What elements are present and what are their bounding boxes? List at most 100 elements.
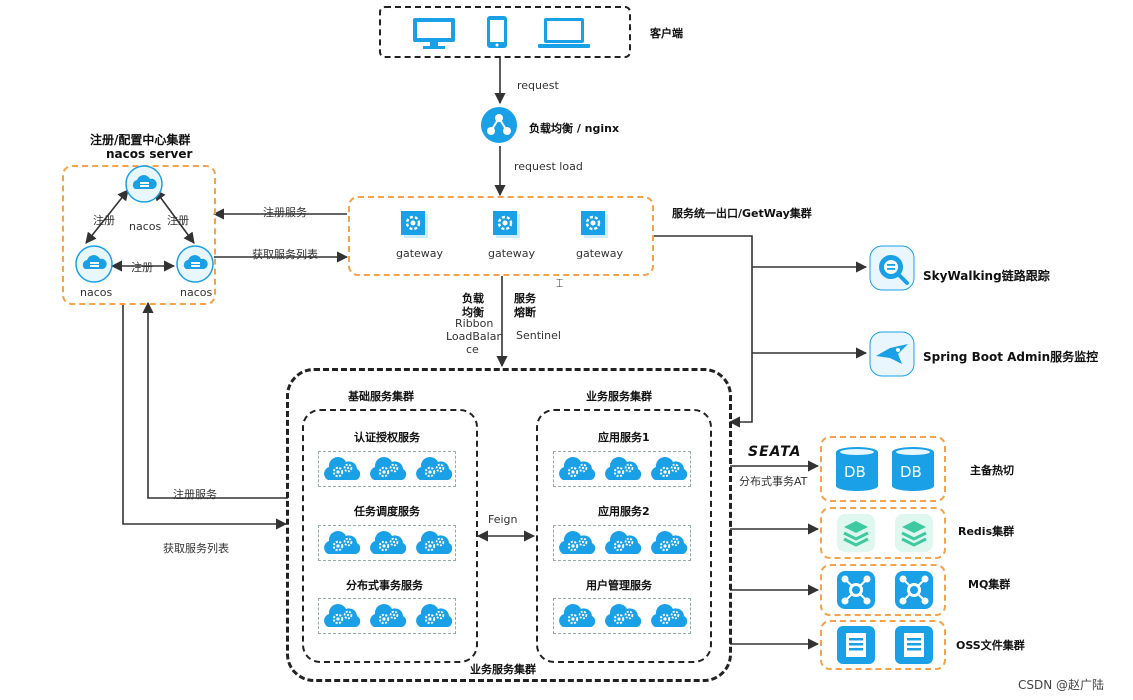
seata-logo: SEATA [748, 444, 802, 460]
load-balancer-icon [481, 107, 517, 143]
service-group-title: 分布式事务服务 [346, 579, 423, 592]
register-edge-label: 注册 [93, 214, 115, 227]
redis-cluster-box [820, 507, 946, 559]
request-load-label: request load [514, 160, 583, 173]
gear-icon [581, 211, 608, 238]
service-group-title: 应用服务1 [598, 431, 650, 444]
cloud-gear-icon [324, 604, 361, 627]
lb-label-line1: 负载 [462, 292, 484, 305]
redis-label: Redis集群 [958, 525, 1015, 538]
oss-label: OSS文件集群 [956, 639, 1025, 652]
register-edge-label: 注册 [167, 214, 189, 227]
service-cluster-box [286, 368, 732, 682]
database-icon [836, 447, 878, 491]
mq-icon [837, 571, 875, 609]
fuse-label-line1: 服务 [514, 292, 536, 305]
cloud-gear-icon [559, 531, 596, 554]
seata-description: 分布式事务AT [739, 475, 808, 488]
cloud-gear-icon [416, 531, 453, 554]
service-group-title: 认证授权服务 [354, 431, 420, 444]
cloud-gear-icon [370, 531, 407, 554]
cloud-gear-icon [651, 604, 688, 627]
db-icon-text: DB [844, 463, 866, 481]
gateway-node [492, 210, 522, 244]
gear-icon [401, 211, 428, 238]
register-service-label: 注册服务 [173, 488, 217, 501]
nacos-node [175, 244, 215, 284]
laptop-icon [538, 18, 590, 48]
cloud-gear-icon [651, 457, 688, 480]
spring-boot-admin-icon [869, 331, 915, 377]
gateway-cluster-label: 服务统一出口/GetWay集群 [672, 207, 812, 220]
cloud-server-icon [75, 245, 113, 283]
document-icon [895, 626, 933, 664]
nacos-cluster-subtitle: nacos server [106, 147, 193, 161]
skywalking-label: SkyWalking链路跟踪 [923, 269, 1050, 283]
nacos-node [74, 244, 114, 284]
client-box [379, 6, 631, 58]
redis-icon [895, 514, 933, 552]
db-label: 主备热切 [970, 464, 1014, 477]
skywalking-icon [869, 245, 915, 291]
cloud-gear-icon [416, 457, 453, 480]
cloud-gear-icon [559, 604, 596, 627]
cloud-gear-icon [605, 457, 642, 480]
business-cluster-box [536, 409, 712, 663]
cloud-gear-icon [370, 604, 407, 627]
db-icon-text: DB [900, 463, 922, 481]
register-service-label: 注册服务 [263, 206, 307, 219]
nacos-node-label: nacos [180, 286, 213, 299]
mq-label: MQ集群 [968, 578, 1011, 591]
tablet-icon [487, 16, 507, 48]
mq-cluster-box [820, 564, 946, 616]
gateway-node [580, 210, 610, 244]
nacos-node-label: nacos [129, 220, 162, 233]
cloud-gear-icon [651, 531, 688, 554]
gateway-label: gateway [488, 247, 536, 260]
business-cluster-title: 业务服务集群 [586, 390, 652, 403]
oss-cluster-box [820, 620, 946, 670]
lb-label-line2: 均衡 [462, 306, 484, 319]
basic-cluster-box [302, 409, 478, 663]
cloud-gear-icon [324, 457, 361, 480]
document-icon [837, 626, 875, 664]
get-service-list-label: 获取服务列表 [163, 542, 229, 555]
cloud-gear-icon [559, 457, 596, 480]
gateway-node [400, 210, 430, 244]
basic-cluster-title: 基础服务集群 [348, 390, 414, 403]
cloud-gear-icon [416, 604, 453, 627]
nacos-cluster-title: 注册/配置中心集群 [90, 133, 191, 147]
cloud-server-icon [125, 165, 163, 203]
redis-icon [837, 514, 875, 552]
feign-label: Feign [488, 513, 518, 526]
text-cursor-icon: ⌶ [556, 276, 564, 290]
ribbon-label-line1: Ribbon [455, 317, 494, 330]
load-balancer-label: 负载均衡 / nginx [529, 122, 620, 135]
sentinel-label: Sentinel [516, 329, 561, 342]
cloud-gear-icon [370, 457, 407, 480]
cloud-gear-icon [324, 531, 361, 554]
get-service-list-label: 获取服务列表 [252, 248, 318, 261]
ribbon-label-line3: ce [466, 343, 479, 356]
service-group-title: 用户管理服务 [586, 579, 652, 592]
db-cluster-box: DB DB [820, 436, 946, 502]
cloud-server-icon [176, 245, 214, 283]
gateway-label: gateway [576, 247, 624, 260]
service-cluster-label: 业务服务集群 [470, 663, 536, 676]
monitor-icon [413, 18, 455, 49]
service-group-title: 任务调度服务 [354, 505, 420, 518]
cloud-gear-icon [605, 531, 642, 554]
request-label: request [517, 79, 559, 92]
database-icon [892, 447, 934, 491]
nacos-node [124, 164, 164, 204]
watermark: CSDN @赵广陆 [1018, 678, 1105, 692]
ribbon-label-line2: LoadBalan [446, 330, 504, 343]
spring-boot-admin-label: Spring Boot Admin服务监控 [923, 350, 1099, 364]
gateway-cluster-box: gateway gateway gateway [348, 196, 654, 276]
nacos-node-label: nacos [80, 286, 113, 299]
client-label: 客户端 [650, 27, 683, 40]
register-edge-label: 注册 [131, 261, 153, 274]
fuse-label-line2: 熔断 [514, 306, 536, 319]
service-group-title: 应用服务2 [598, 505, 650, 518]
